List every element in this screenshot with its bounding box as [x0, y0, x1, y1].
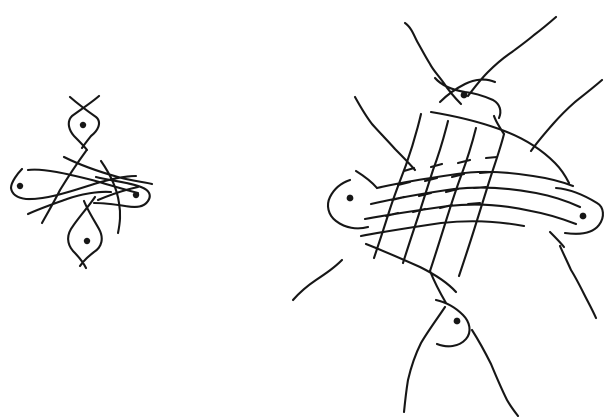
right-top-point	[461, 92, 468, 99]
right-bottom-connector	[430, 271, 446, 303]
right-lattice-crossing-b	[398, 172, 492, 185]
right-bottom-left-tendril	[404, 307, 445, 412]
right-right-connector	[550, 232, 564, 247]
right-bottom-right-tendril	[472, 330, 518, 416]
left-bottom-point	[84, 238, 90, 244]
right-right-upper-tendril	[531, 80, 602, 151]
right-left-upper-tendril	[355, 97, 415, 170]
right-right-point	[580, 213, 587, 220]
left-left-point	[17, 183, 23, 189]
left-bottom-loop	[68, 197, 102, 268]
right-lattice-band-1	[377, 172, 573, 188]
right-left-lower-tendril	[293, 260, 342, 300]
right-right-lower-tendril	[560, 246, 596, 318]
right-lattice-column-3	[430, 128, 476, 271]
right-lattice-crossing-c	[392, 187, 486, 200]
right-left-point	[347, 195, 354, 202]
right-knot-diagram	[293, 17, 603, 416]
right-right-loop	[556, 188, 603, 234]
right-bottom-loop	[436, 300, 470, 346]
left-knot-diagram	[11, 96, 152, 268]
right-lattice-column-2	[403, 121, 448, 263]
right-lower-arc	[366, 244, 456, 292]
right-lattice-crossing-a	[404, 157, 497, 171]
left-central-strand-c	[42, 151, 86, 223]
left-left-loop	[11, 169, 138, 199]
left-right-point	[133, 192, 139, 198]
right-left-loop	[328, 180, 368, 228]
right-left-connector	[356, 171, 377, 188]
right-bottom-point	[454, 318, 461, 325]
right-top-right-tendril	[468, 17, 556, 96]
right-lattice-column-1	[374, 114, 421, 258]
left-top-point	[80, 122, 86, 128]
